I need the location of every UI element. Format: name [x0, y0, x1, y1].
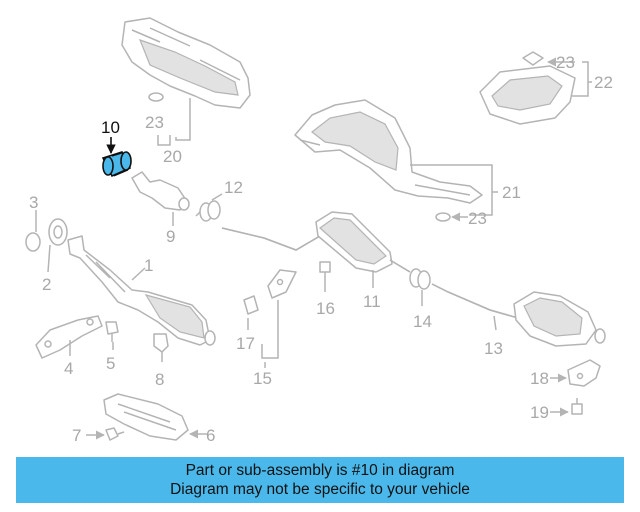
callout-12: 12 [224, 178, 243, 197]
bracket-23-20 [157, 135, 171, 146]
bracket-8[interactable] [153, 333, 169, 353]
callout-18: 18 [530, 369, 549, 388]
rear-muffler-13[interactable] [431, 283, 606, 347]
info-banner: Part or sub-assembly is #10 in diagram D… [16, 457, 624, 503]
bracket-22 [572, 61, 592, 97]
callout-9: 9 [166, 227, 175, 246]
callout-23-center: 23 [468, 209, 487, 228]
leader-12 [211, 193, 223, 201]
front-pipe-1[interactable] [67, 235, 216, 346]
leader-15-17 [247, 300, 279, 359]
grommet-23-top[interactable] [148, 92, 164, 102]
middle-pipe-11[interactable] [221, 211, 411, 273]
callout-4: 4 [64, 359, 73, 378]
callout-3: 3 [29, 193, 38, 212]
hanger-16[interactable] [319, 261, 331, 284]
clamp-12[interactable] [195, 200, 221, 222]
heat-shield-right[interactable] [479, 65, 576, 125]
clamp-part-10-highlighted[interactable] [101, 151, 132, 178]
callout-7: 7 [72, 426, 81, 445]
grommet-23-center[interactable] [435, 212, 451, 222]
callout-23-right: 23 [556, 53, 575, 72]
callout-22: 22 [594, 73, 613, 92]
callout-8: 8 [155, 370, 164, 389]
heat-shield-6[interactable] [103, 393, 189, 441]
leader-2 [47, 244, 51, 273]
heat-shield-center[interactable] [294, 99, 483, 204]
callout-5: 5 [106, 354, 115, 373]
callout-16: 16 [316, 299, 335, 318]
leader-1 [131, 267, 146, 281]
callout-21: 21 [502, 183, 521, 202]
callout-23-top: 23 [145, 113, 164, 132]
callout-13: 13 [484, 339, 503, 358]
callout-19: 19 [530, 403, 549, 422]
leader-13 [493, 315, 497, 331]
callout-14: 14 [413, 312, 432, 331]
leader-20 [175, 98, 191, 141]
banner-line-2: Diagram may not be specific to your vehi… [170, 481, 470, 498]
banner-line-1: Part or sub-assembly is #10 in diagram [185, 462, 455, 479]
callout-17: 17 [236, 334, 255, 353]
bolt-7[interactable] [105, 427, 125, 441]
bracket-4[interactable] [35, 315, 103, 359]
callout-1: 1 [144, 256, 153, 275]
callout-2: 2 [42, 275, 51, 294]
gasket-3[interactable] [25, 232, 41, 252]
callout-15: 15 [253, 369, 272, 388]
clip-23-right[interactable] [522, 51, 544, 66]
clamp-14[interactable] [409, 268, 431, 290]
heat-shield-upper[interactable] [121, 17, 251, 109]
callout-11: 11 [363, 292, 381, 311]
bolt-19[interactable] [571, 398, 583, 415]
callout-10: 10 [101, 118, 120, 137]
callout-20: 20 [163, 147, 182, 166]
gasket-2[interactable] [48, 218, 68, 246]
insulator-17[interactable] [243, 295, 259, 315]
bolt-5[interactable] [105, 321, 119, 342]
callout-6: 6 [206, 426, 215, 445]
catalytic-converter-9[interactable] [131, 171, 190, 211]
bracket-15[interactable] [267, 269, 297, 299]
bracket-18[interactable] [567, 359, 601, 387]
bracket-21 [410, 164, 498, 216]
